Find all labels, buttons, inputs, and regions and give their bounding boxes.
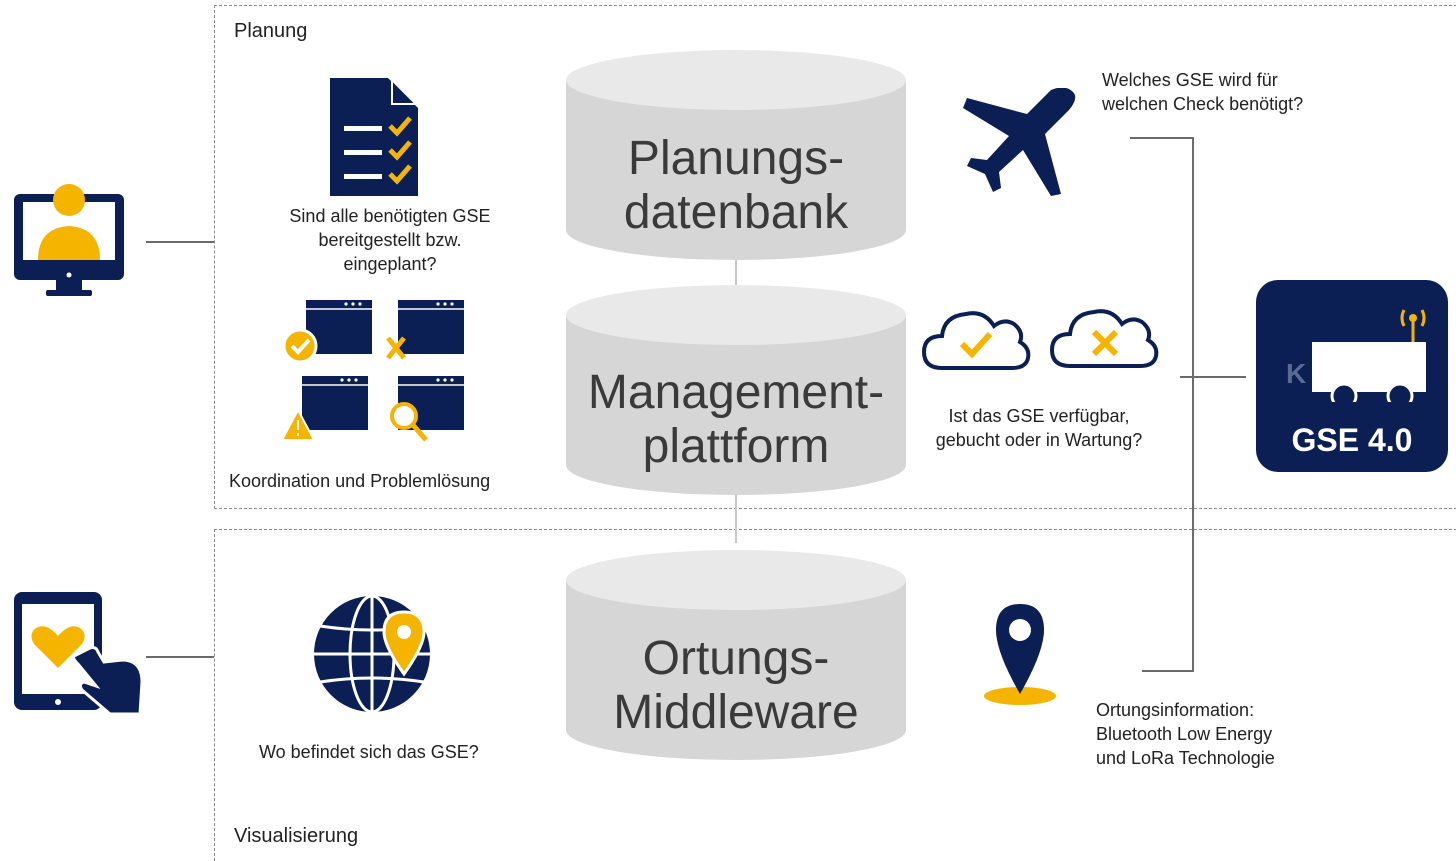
location-middleware-cylinder [566,550,906,760]
globe-pin-icon [314,594,430,714]
planning-database-label: Planungs-datenbank [623,132,849,239]
tablet-heart-icon [14,592,144,716]
bracket-vertical [1192,137,1194,672]
checklist-document-icon [330,78,419,196]
cloud-check-icon [921,311,1031,370]
desktop-user-icon [14,184,124,296]
management-platform-cylinder [566,285,906,495]
planning-zone-label: Planung [234,20,308,42]
planning-database-cylinder [566,50,906,260]
coordination-caption: Koordination und Problemlösung [229,471,491,491]
management-platform-label: Management-plattform [587,366,885,473]
cloud-x-icon [1049,309,1159,368]
gse-vehicle-icon [1312,309,1426,402]
bracket-to-badge [1180,376,1246,378]
gse-badge: K GSE 4.0 [1256,280,1448,472]
location-pin-icon [984,604,1056,705]
planning-zone [214,5,1456,509]
airplane-icon [963,88,1076,196]
badge-letter: K [1286,358,1307,389]
bracket-bottom [1142,670,1194,672]
visualization-zone-label: Visualisierung [234,825,359,847]
where-caption: Wo befindet sich das GSE? [259,742,479,762]
windows-status-icon [280,300,464,442]
visualization-zone [214,529,1456,861]
bracket-top [1130,137,1194,139]
availability-caption: Ist das GSE verfügbar,gebucht oder in Wa… [935,406,1143,450]
tablet-connector-line [146,656,214,658]
badge-label: GSE 4.0 [1291,422,1413,458]
desktop-connector-line [146,241,214,243]
location-middleware-label: Ortungs-Middleware [613,632,859,739]
